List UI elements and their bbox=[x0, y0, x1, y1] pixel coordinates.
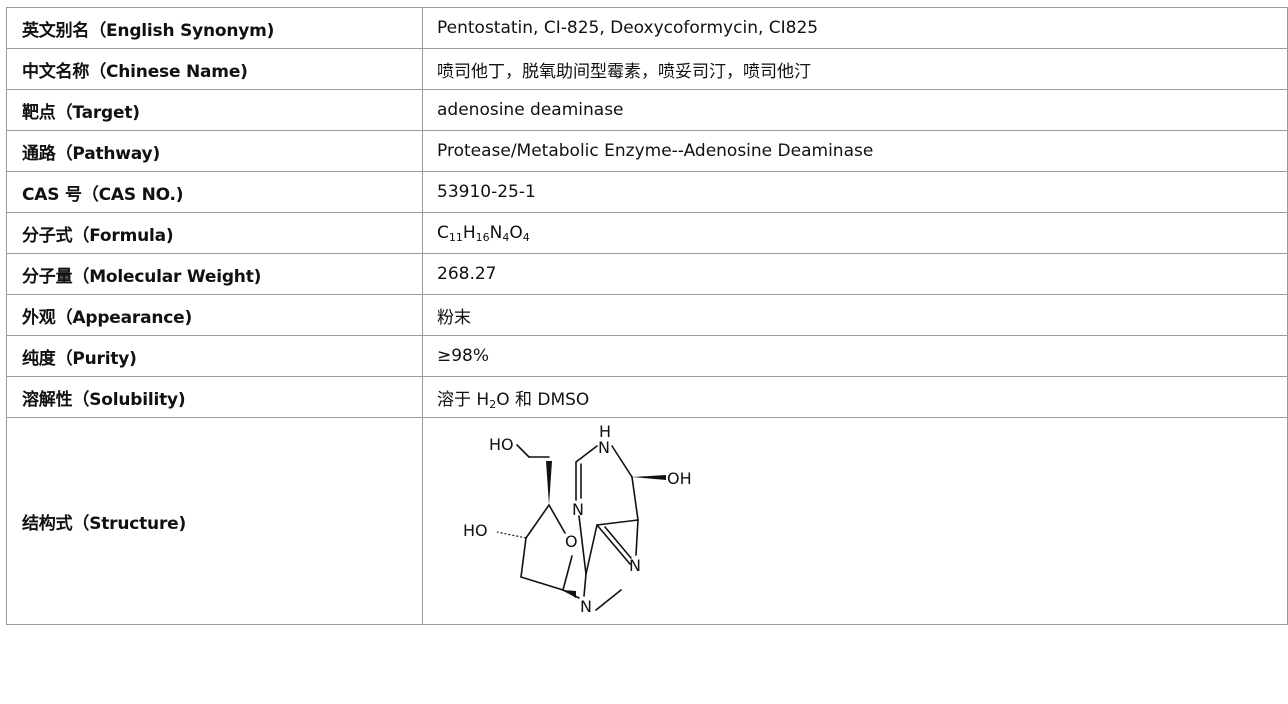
row-label-cas-no: CAS 号（CAS NO.) bbox=[6, 171, 423, 213]
table-row: 靶点（Target) adenosine deaminase bbox=[6, 89, 1288, 131]
atom-label-ho-left: HO bbox=[463, 521, 488, 540]
solubility-text: O 和 DMSO bbox=[496, 389, 590, 410]
row-value-appearance: 粉末 bbox=[422, 294, 1288, 336]
spec-table: 英文别名（English Synonym) Pentostatin, CI-82… bbox=[6, 7, 1288, 625]
row-label-chinese-name: 中文名称（Chinese Name) bbox=[6, 48, 423, 90]
row-value-cas-no: 53910-25-1 bbox=[422, 171, 1288, 213]
atom-label-n-bottom: N bbox=[580, 597, 592, 616]
row-value-target: adenosine deaminase bbox=[422, 89, 1288, 131]
table-row: CAS 号（CAS NO.) 53910-25-1 bbox=[6, 171, 1288, 213]
formula-element: N bbox=[489, 223, 503, 243]
atom-label-n-right: N bbox=[629, 556, 641, 575]
row-value-molecular-weight: 268.27 bbox=[422, 253, 1288, 295]
table-row: 外观（Appearance) 粉末 bbox=[6, 294, 1288, 336]
atom-label-o-ring: O bbox=[565, 532, 578, 551]
product-spec-sheet: 英文别名（English Synonym) Pentostatin, CI-82… bbox=[6, 7, 1288, 704]
row-label-purity: 纯度（Purity) bbox=[6, 335, 423, 377]
formula-subscript: 11 bbox=[448, 231, 463, 244]
formula-subscript: 4 bbox=[522, 231, 530, 244]
table-row: 分子量（Molecular Weight) 268.27 bbox=[6, 253, 1288, 295]
pentostatin-structure-diagram: HO H N OH HO N O N N bbox=[463, 422, 692, 616]
table-row: 溶解性（Solubility) 溶于 H2O 和 DMSO bbox=[6, 376, 1288, 418]
table-row: 纯度（Purity) ≥98% bbox=[6, 335, 1288, 377]
row-value-pathway: Protease/Metabolic Enzyme--Adenosine Dea… bbox=[422, 130, 1288, 172]
row-value-formula: C11H16N4O4 bbox=[422, 212, 1288, 254]
row-label-structure: 结构式（Structure) bbox=[6, 417, 423, 625]
row-value-structure: HO H N OH HO N O N N bbox=[422, 417, 1288, 625]
formula-subscript: 4 bbox=[502, 231, 510, 244]
formula-element: C bbox=[437, 223, 449, 243]
table-row: 结构式（Structure) bbox=[6, 417, 1288, 625]
row-value-english-synonym: Pentostatin, CI-825, Deoxycoformycin, CI… bbox=[422, 7, 1288, 49]
table-row: 通路（Pathway) Protease/Metabolic Enzyme--A… bbox=[6, 130, 1288, 172]
row-label-pathway: 通路（Pathway) bbox=[6, 130, 423, 172]
atom-label-n-left: N bbox=[572, 500, 584, 519]
atom-label-h: H bbox=[599, 422, 611, 441]
atom-label-ho-top: HO bbox=[489, 435, 514, 454]
table-row: 英文别名（English Synonym) Pentostatin, CI-82… bbox=[6, 7, 1288, 49]
row-label-solubility: 溶解性（Solubility) bbox=[6, 376, 423, 418]
row-value-chinese-name: 喷司他丁，脱氧助间型霉素，喷妥司汀，喷司他汀 bbox=[422, 48, 1288, 90]
table-row: 中文名称（Chinese Name) 喷司他丁，脱氧助间型霉素，喷妥司汀，喷司他… bbox=[6, 48, 1288, 90]
formula-element: O bbox=[509, 223, 523, 243]
row-value-solubility: 溶于 H2O 和 DMSO bbox=[422, 376, 1288, 418]
atom-label-oh: OH bbox=[667, 469, 692, 488]
solubility-text: 溶于 H bbox=[437, 389, 490, 410]
formula-subscript: 16 bbox=[475, 231, 490, 244]
formula-element: H bbox=[462, 223, 476, 243]
row-label-english-synonym: 英文别名（English Synonym) bbox=[6, 7, 423, 49]
row-label-molecular-weight: 分子量（Molecular Weight) bbox=[6, 253, 423, 295]
solubility-subscript: 2 bbox=[489, 397, 497, 411]
atom-label-n-top: N bbox=[598, 438, 610, 457]
row-label-formula: 分子式（Formula) bbox=[6, 212, 423, 254]
row-value-purity: ≥98% bbox=[422, 335, 1288, 377]
table-row: 分子式（Formula) C11H16N4O4 bbox=[6, 212, 1288, 254]
row-label-target: 靶点（Target) bbox=[6, 89, 423, 131]
row-label-appearance: 外观（Appearance) bbox=[6, 294, 423, 336]
